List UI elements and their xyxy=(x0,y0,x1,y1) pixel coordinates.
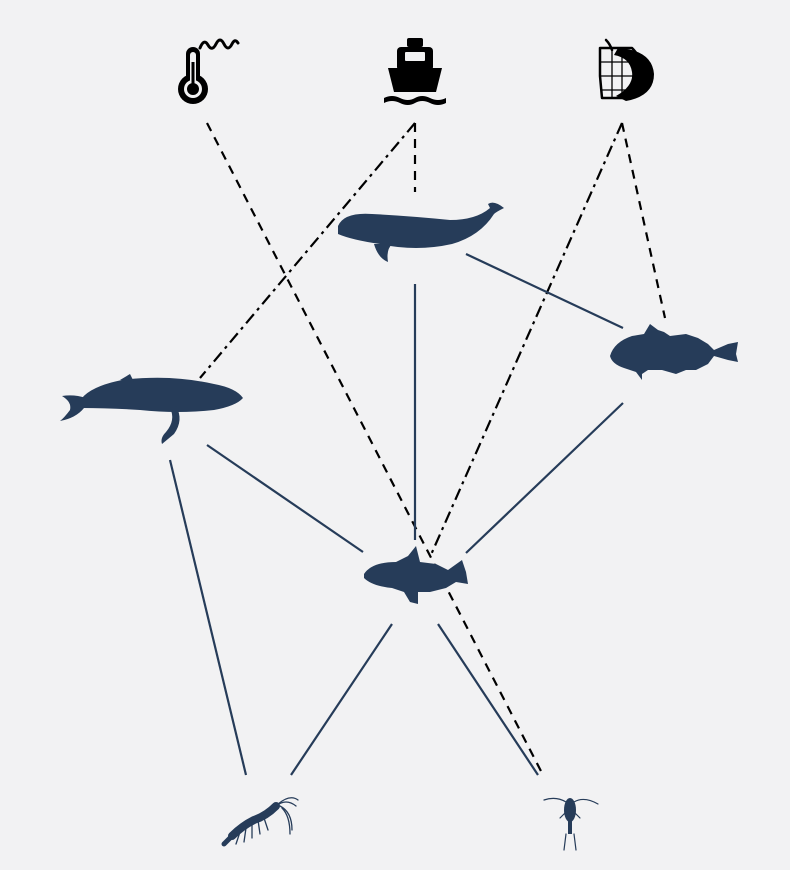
herring-icon xyxy=(364,546,468,604)
stressor-link-shipping-humpback xyxy=(199,122,416,379)
copepod-icon xyxy=(543,797,599,851)
ship-icon xyxy=(384,38,446,105)
trophic-link-cod-herring xyxy=(465,402,624,554)
thermometer-warming-icon xyxy=(178,38,240,104)
trophic-link-humpback-krill xyxy=(168,459,248,776)
stressor-link-fishing-herring xyxy=(428,122,624,558)
trophic-link-herring-copepod xyxy=(437,623,539,776)
trophic-link-right-whale-cod xyxy=(465,253,624,329)
fishing-net-icon xyxy=(598,38,654,101)
cod-icon xyxy=(610,324,738,380)
humpback-whale-icon xyxy=(60,374,243,444)
stressor-links xyxy=(199,122,667,776)
stressor-link-fishing-cod xyxy=(620,122,667,319)
krill-icon xyxy=(221,797,299,847)
right-whale-icon xyxy=(338,202,504,262)
trophic-link-herring-krill xyxy=(290,623,393,776)
trophic-links xyxy=(168,253,624,776)
stressor-link-temperature-copepod xyxy=(206,122,544,776)
trophic-link-humpback-herring xyxy=(206,444,364,553)
